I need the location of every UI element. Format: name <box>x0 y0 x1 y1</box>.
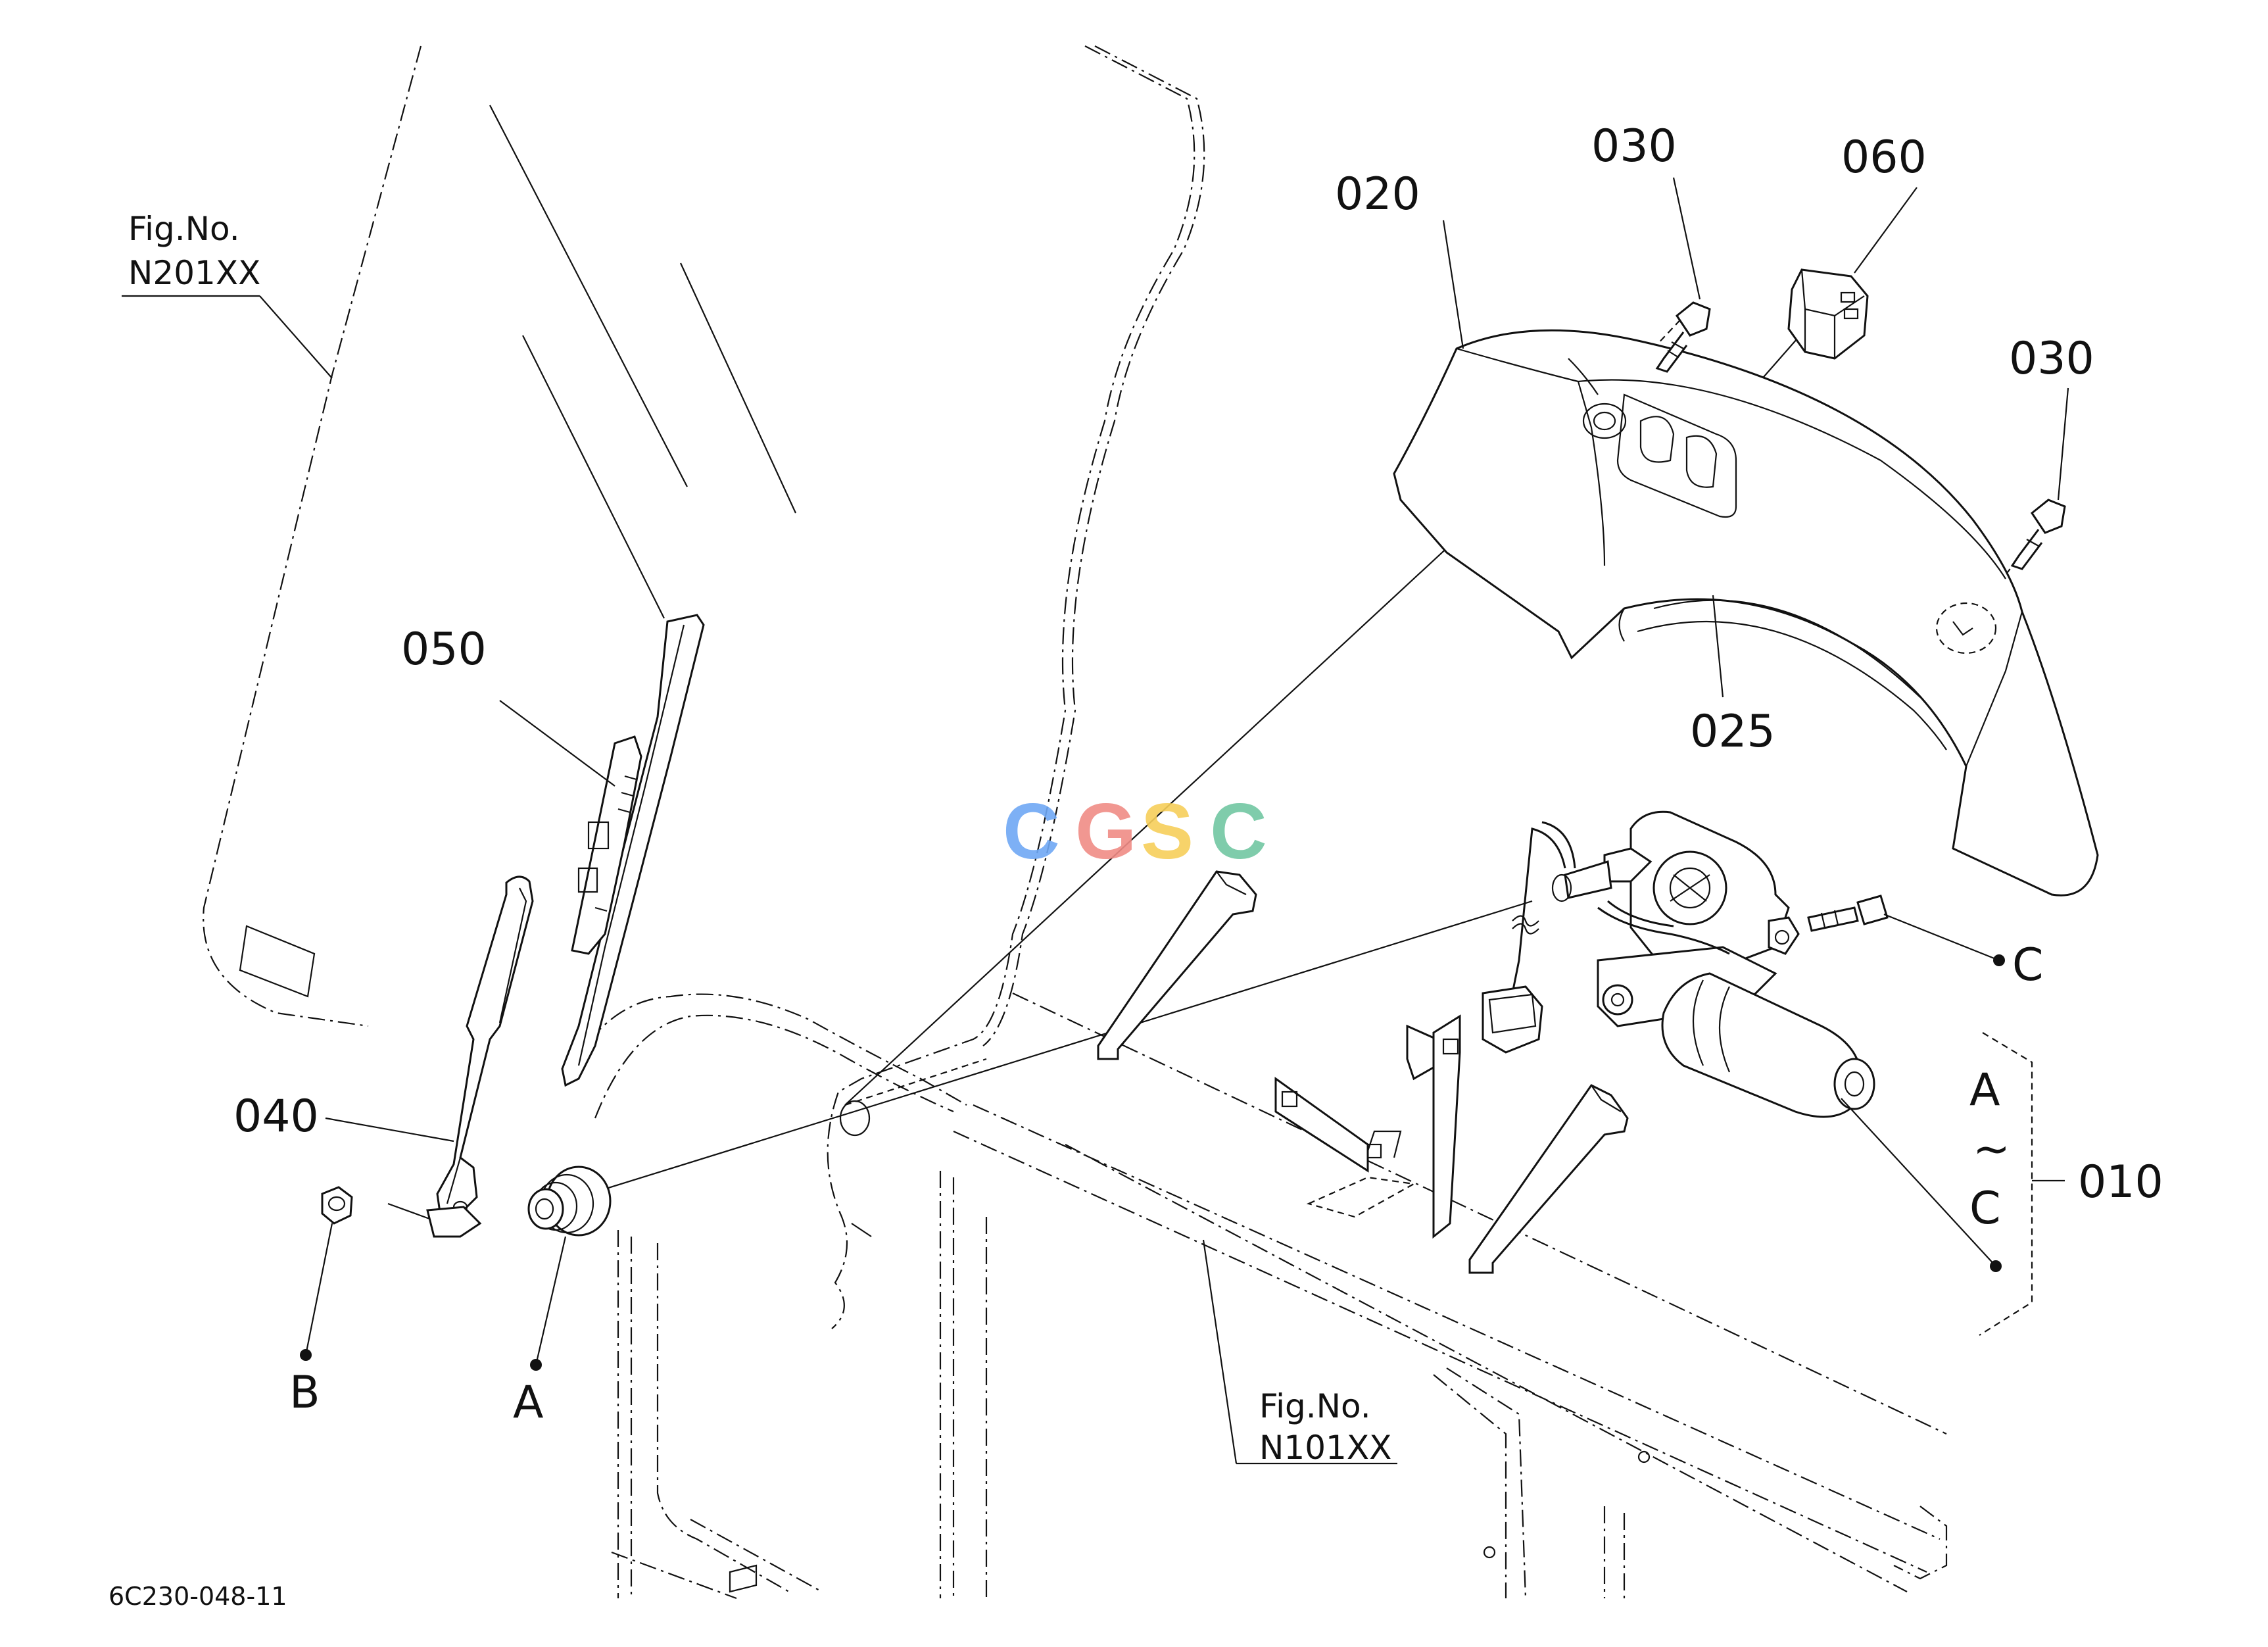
watermark-letter-3: S <box>1141 787 1194 875</box>
marker-dot-c-range <box>1990 1260 2002 1272</box>
label-marker-c: C <box>2012 939 2043 991</box>
label-marker-a: A <box>513 1377 544 1429</box>
label-part-040: 040 <box>233 1091 319 1143</box>
marker-dot-b <box>300 1349 312 1361</box>
watermark-letter-1: C <box>1003 787 1060 875</box>
label-range-top: A <box>1969 1064 2000 1116</box>
grommet-part-a <box>527 1166 612 1237</box>
wiper-motor-assembly-010 <box>1097 810 1889 1274</box>
label-part-060: 060 <box>1841 132 1927 184</box>
label-part-025: 025 <box>1690 706 1775 758</box>
wiper-arm-040 <box>426 875 534 1238</box>
connector-060 <box>1787 268 1869 360</box>
marker-dot-a <box>530 1359 542 1371</box>
label-part-030-right: 030 <box>2009 333 2094 385</box>
fig-ref-top-left-line1: Fig.No. <box>128 210 240 248</box>
fig-ref-bottom-line2: N101XX <box>1259 1429 1391 1467</box>
marker-dot-c <box>1993 954 2005 966</box>
marker-dots <box>300 954 2005 1371</box>
label-range-tilde: ~ <box>1973 1123 2010 1175</box>
screw-030-right <box>2010 499 2066 570</box>
cgsc-watermark: C G S C <box>1003 787 1267 875</box>
label-range-bottom: C <box>1969 1183 2000 1235</box>
figure-references: Fig.No. N201XX Fig.No. N101XX <box>128 210 1391 1467</box>
fig-ref-bottom-line1: Fig.No. <box>1259 1387 1371 1425</box>
screw-030-top <box>1655 301 1711 373</box>
cab-frame-outline <box>571 45 1948 1600</box>
label-marker-b: B <box>289 1367 320 1419</box>
window-glass-outline <box>203 45 796 1027</box>
label-part-030-top: 030 <box>1591 120 1677 172</box>
marker-labels: B A C A ~ C <box>289 939 2043 1429</box>
watermark-letter-4: C <box>1210 787 1267 875</box>
figure-code: 6C230-048-11 <box>109 1582 287 1611</box>
nut-part-b <box>321 1186 353 1225</box>
label-part-020: 020 <box>1335 168 1420 220</box>
label-part-050: 050 <box>401 624 487 676</box>
wiper-cover-part-020 <box>1393 329 2099 897</box>
callout-leaders <box>122 177 2069 1465</box>
part-number-labels: 020 030 060 030 025 050 040 010 <box>233 120 2163 1208</box>
watermark-letter-2: G <box>1075 787 1136 875</box>
label-part-010: 010 <box>2078 1156 2163 1208</box>
fig-ref-top-left-line2: N201XX <box>128 254 260 292</box>
wiper-blade-050 <box>561 614 705 1087</box>
